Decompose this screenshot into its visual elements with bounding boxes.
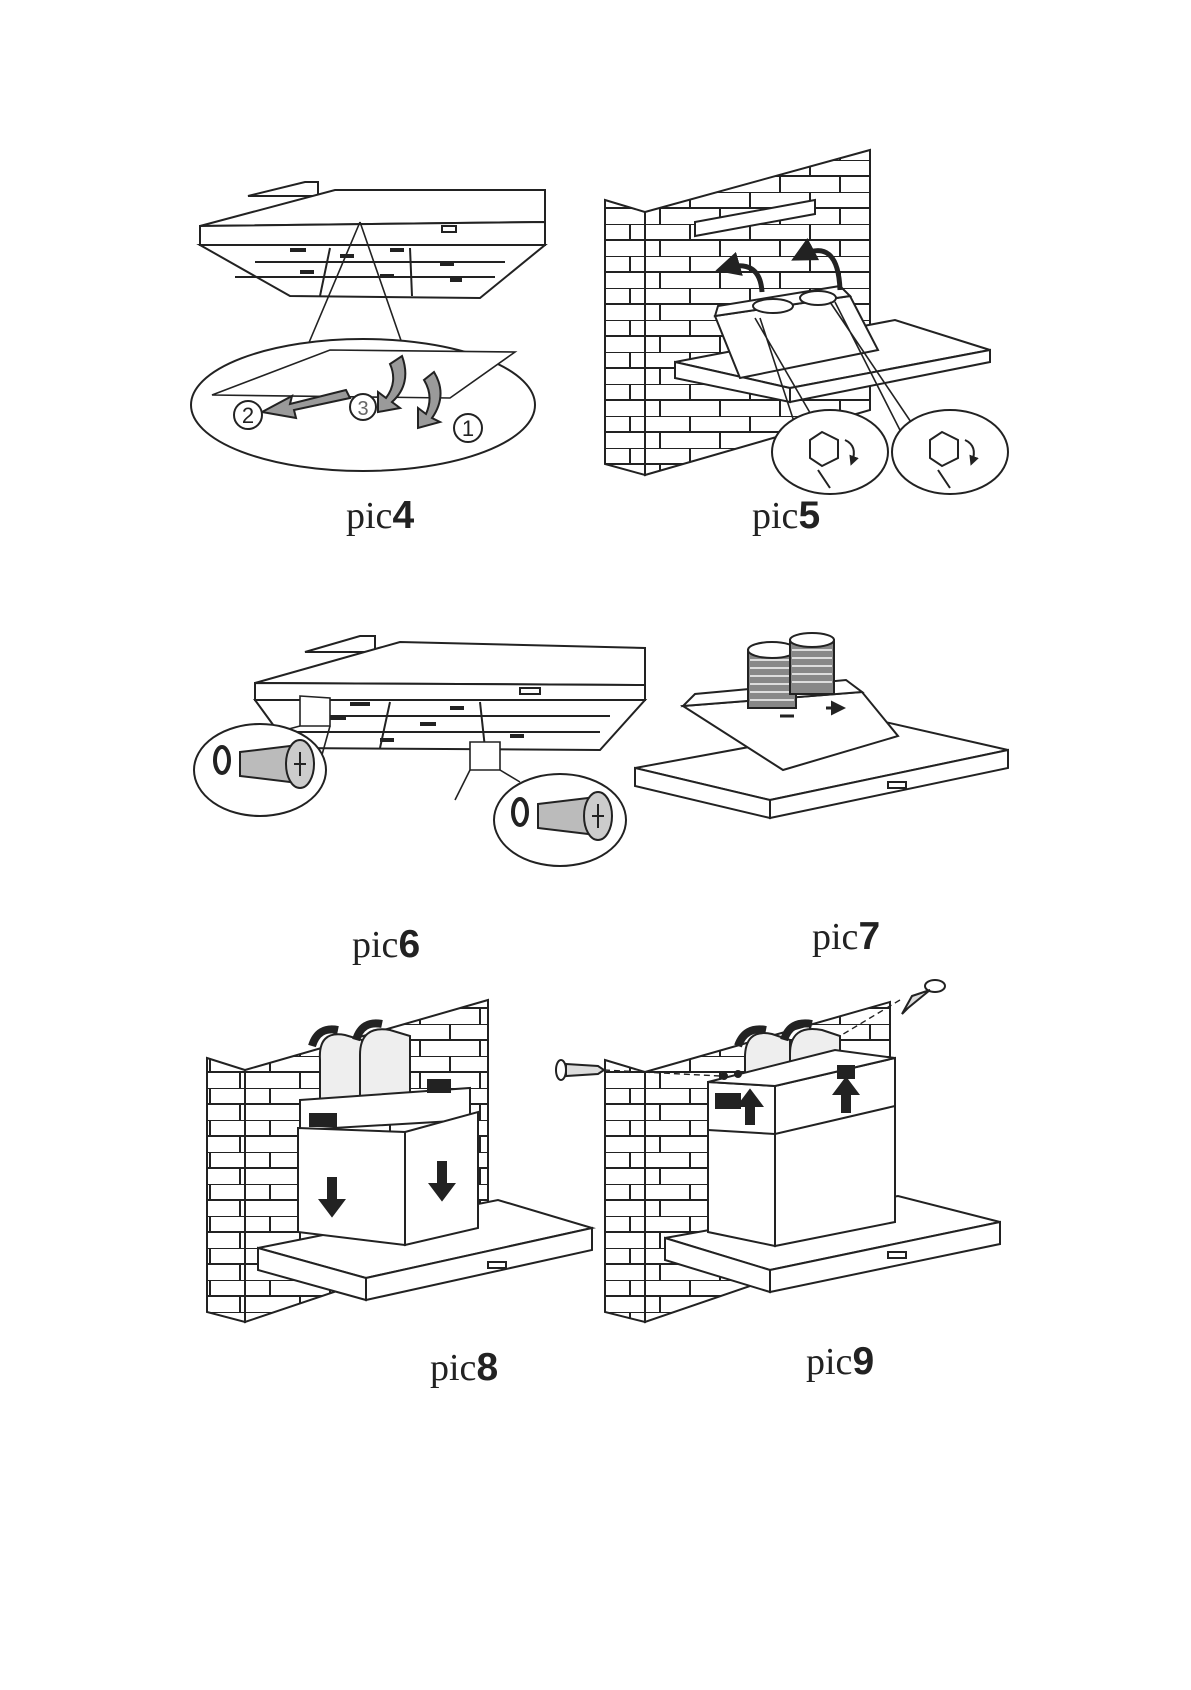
pic7-caption: pic7 [812, 915, 880, 959]
pic9-caption: pic9 [806, 1340, 874, 1384]
brick-wall-side-9 [605, 1060, 645, 1322]
pic7-diagram [635, 633, 1008, 818]
hood-chimney-base-6 [305, 636, 375, 652]
duct-2 [360, 1029, 410, 1100]
pic9-diagram [556, 980, 1000, 1322]
chimney-label-9a [716, 1094, 740, 1108]
step3-label: 3 [357, 398, 368, 420]
brick-wall-side [605, 200, 645, 475]
step2-label: 2 [242, 403, 254, 428]
hood-front-face [200, 222, 545, 245]
chimney-label-9b [838, 1066, 854, 1078]
callout-1 [300, 696, 330, 726]
screw-right-9 [902, 980, 945, 1014]
pic8-diagram [207, 1000, 592, 1322]
pic5-caption: pic5 [752, 494, 820, 538]
carbon-filter-2 [790, 633, 834, 694]
control-panel-icon [442, 226, 456, 232]
outlet-collar-1 [753, 299, 793, 313]
control-panel-icon-9 [888, 1252, 906, 1258]
carbon-filter-1 [748, 642, 796, 708]
control-panel-icon-7 [888, 782, 906, 788]
hood-underside [200, 245, 545, 298]
callout-2 [470, 742, 500, 770]
chimney-9-side [775, 1058, 895, 1246]
pic6-diagram [194, 636, 645, 866]
control-panel-icon-8 [488, 1262, 506, 1268]
pic6-caption: pic6 [352, 923, 420, 967]
pic8-caption: pic8 [430, 1346, 498, 1390]
step1-label: 1 [462, 416, 474, 441]
screw-hole-1 [721, 1073, 727, 1079]
screw-left-9 [556, 1060, 604, 1080]
brick-wall-side-8 [207, 1058, 245, 1322]
chimney-label-1 [310, 1114, 336, 1126]
hood-chimney-base [248, 182, 318, 196]
pic4-caption: pic4 [346, 494, 414, 538]
chimney-label-2 [428, 1080, 450, 1092]
chimney-lower-front [298, 1128, 405, 1245]
pic5-diagram [605, 150, 1008, 494]
control-panel-icon-6 [520, 688, 540, 694]
hood-top-face-6 [255, 642, 645, 685]
screw-hole-2 [735, 1071, 741, 1077]
